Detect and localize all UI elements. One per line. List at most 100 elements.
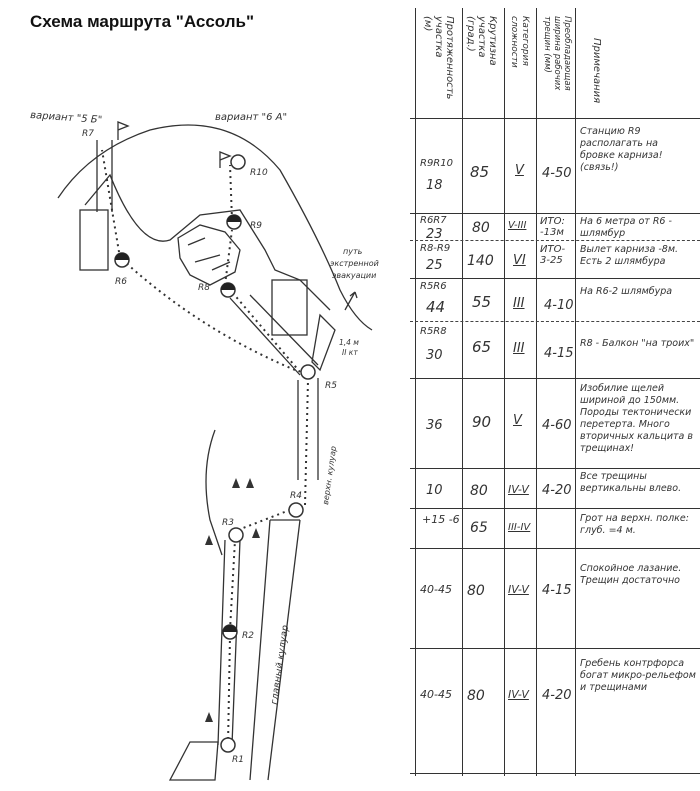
table-row-cat: V xyxy=(515,163,524,178)
table-row-width: 4-60 xyxy=(542,418,572,433)
overhang xyxy=(177,224,241,286)
table-row-note: Вылет карниза -8м. Есть 2 шлямбура xyxy=(580,244,679,267)
table-row-len: 44 xyxy=(426,298,446,316)
header-angle: Крутизна участка (град.) xyxy=(465,16,498,66)
table-row-len: 40-45 xyxy=(420,583,452,596)
evac-label-3: эвакуации xyxy=(332,271,376,280)
table-row-note: Изобилие щелей шириной до 150мм. Породы … xyxy=(580,383,693,454)
route-sketch: вариант "5 Б" вариант "6 А" R7 R10 R9 R6… xyxy=(30,110,379,781)
route-r3-r4 xyxy=(237,507,296,531)
table-row-note: Спокойное лазание. Трещин достаточно xyxy=(580,563,682,586)
table-row-cat: VI xyxy=(513,253,526,268)
table-row-note: Все трещины вертикальны влево. xyxy=(580,471,682,494)
table-row-seg: R6R7 xyxy=(420,215,447,226)
table-row-width: 4-50 xyxy=(542,166,572,181)
ramp xyxy=(229,294,319,376)
label-r3: R3 xyxy=(222,518,234,528)
base-block xyxy=(168,741,219,781)
table-row-angle: 65 xyxy=(470,520,488,536)
table-row-note: R8 - Балкон "на троих" xyxy=(580,338,695,349)
table-row-len: 25 xyxy=(426,258,443,273)
table-row-angle: 80 xyxy=(472,220,490,236)
route-r6-r7 xyxy=(101,149,121,259)
route-r5-r6 xyxy=(124,261,296,371)
table-row-width: 4-10 xyxy=(544,298,574,313)
table-row-seg: R8-R9 xyxy=(420,243,451,254)
page-title: Схема маршрута "Ассоль" xyxy=(30,12,255,31)
table-row-angle: 80 xyxy=(467,688,485,704)
label-r6: R6 xyxy=(115,277,127,287)
step-label-2: II кт xyxy=(342,348,358,357)
table-row-angle: 80 xyxy=(467,583,485,599)
step-label-1: 1,4 м xyxy=(339,338,359,347)
label-r9: R9 xyxy=(250,221,262,231)
variant-6a-label: вариант "6 А" xyxy=(215,112,287,123)
station-r4 xyxy=(288,502,304,518)
table-row-width: ИТО- 3-25 xyxy=(540,244,566,266)
label-r8: R8 xyxy=(198,283,210,293)
block-r7 xyxy=(79,209,109,271)
table-row-angle: 80 xyxy=(470,483,488,499)
variant-5b-label: вариант "5 Б" xyxy=(30,110,103,126)
label-r2: R2 xyxy=(242,631,254,641)
table-row-width: 4-20 xyxy=(542,688,572,703)
table-row-cat: IV-V xyxy=(508,483,529,496)
header-width: Преобладающая ширина рабочих трещин (мм) xyxy=(542,16,572,91)
route-table: Протяженность участка (м) Крутизна участ… xyxy=(410,8,700,783)
table-row-width: 4-15 xyxy=(542,583,572,598)
table-row-cat: IV-V xyxy=(508,583,529,596)
chimney-upper xyxy=(297,378,319,480)
table-row-note: Станцию R9 располагать на бровке карниза… xyxy=(580,126,663,173)
table-row-angle: 140 xyxy=(467,253,494,269)
lower-column xyxy=(217,539,241,746)
main-gully xyxy=(249,519,301,781)
table-row-seg: R9R10 xyxy=(420,158,453,169)
table-row-seg: R5R8 xyxy=(420,326,447,337)
block-r10 xyxy=(271,279,308,336)
table-row-len: 36 xyxy=(426,418,443,433)
route-r5-r8 xyxy=(231,291,301,373)
table-row-len: 10 xyxy=(426,483,443,498)
table-row-len: 23 xyxy=(426,227,443,242)
table-row-note: Гребень контрфорса богат микро-рельефом … xyxy=(580,658,696,693)
gully-label: главный кулуар xyxy=(269,624,291,705)
table-row-cat: IV-V xyxy=(508,688,529,701)
station-r5 xyxy=(300,364,316,380)
table-row-seg: R5R6 xyxy=(420,281,447,292)
table-row-cat: V xyxy=(513,413,522,428)
table-row-cat: III xyxy=(513,296,525,311)
table-row-note: Грот на верхн. полке: глуб. =4 м. xyxy=(580,513,689,536)
station-r10 xyxy=(230,154,246,170)
table-row-angle: 65 xyxy=(472,338,492,356)
table-row-angle: 90 xyxy=(472,413,492,431)
table-row-cat: V-III xyxy=(508,220,527,231)
table-row-width: 4-15 xyxy=(544,346,574,361)
table-row-cat: III-IV xyxy=(508,522,531,533)
label-r4: R4 xyxy=(290,491,302,501)
header-length: Протяженность участка (м) xyxy=(422,16,455,100)
header-category: Категория сложности xyxy=(509,16,530,68)
route-r1-r2 xyxy=(227,634,231,746)
route-r2-r3 xyxy=(229,539,236,631)
evac-label-2: экстренной xyxy=(330,259,379,268)
label-r1: R1 xyxy=(232,755,244,765)
station-r1 xyxy=(220,737,236,753)
table-row-len: 30 xyxy=(426,348,443,363)
flag-r7 xyxy=(117,121,130,140)
table-row-cat: III xyxy=(513,341,525,356)
label-r5: R5 xyxy=(325,381,337,391)
table-row-note: На R6-2 шлямбура xyxy=(580,286,673,297)
table-row-len: +15 -6 xyxy=(422,513,460,526)
label-r10: R10 xyxy=(250,168,268,178)
table-row-len: 18 xyxy=(426,178,443,193)
table-row-width: ИТО: -13м xyxy=(540,216,565,238)
station-r3 xyxy=(228,527,244,543)
top-gully-label: верхн. кулуар xyxy=(321,445,338,505)
evac-label-1: путь xyxy=(343,247,363,256)
flag-r10 xyxy=(219,151,232,168)
evac-arrow xyxy=(344,291,358,311)
ridge-line xyxy=(57,124,373,331)
label-r7: R7 xyxy=(82,129,94,139)
table-row-len: 40-45 xyxy=(420,688,452,701)
table-row-angle: 85 xyxy=(470,163,490,181)
